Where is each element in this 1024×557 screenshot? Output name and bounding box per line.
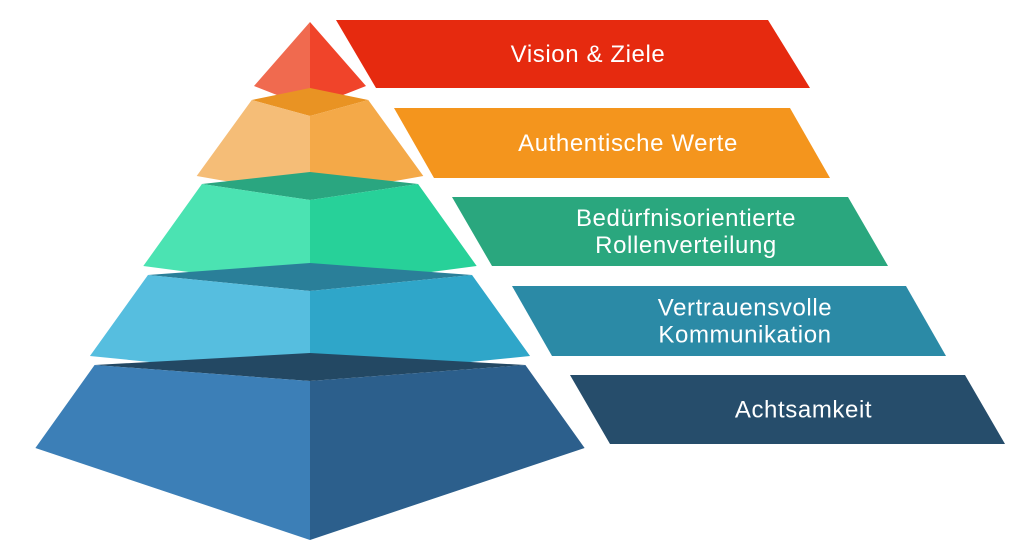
pyramid-lip-achtsamkeit (94, 353, 526, 381)
pyramid-face-right-kommunikation (310, 275, 531, 378)
band-shape-rollen (452, 197, 888, 266)
pyramid-lip-rollen (201, 172, 419, 200)
pyramid-level-rollen (143, 172, 477, 288)
band-shape-werte (394, 108, 830, 178)
pyramid-level-achtsamkeit (35, 353, 585, 540)
pyramid-lip-werte (251, 88, 369, 116)
pyramid-face-left-vision (254, 22, 310, 108)
band-label-line: Vertrauensvolle (658, 295, 832, 322)
band-shape-achtsamkeit (570, 375, 1005, 444)
pyramid-level-werte (196, 88, 424, 196)
band-label-line: Kommunikation (658, 322, 831, 349)
pyramid-face-left-kommunikation (89, 275, 310, 378)
pyramid-level-kommunikation (89, 263, 531, 378)
band-label-line: Rollenverteilung (595, 232, 777, 259)
band-label-line: Achtsamkeit (735, 397, 872, 424)
pyramid-face-left-achtsamkeit (35, 365, 311, 540)
pyramid-face-right-werte (310, 100, 424, 196)
pyramid-face-left-werte (196, 100, 310, 196)
band-vision: Vision & Ziele (336, 20, 810, 88)
band-achtsamkeit: Achtsamkeit (570, 375, 1005, 444)
band-werte: Authentische Werte (394, 108, 830, 178)
pyramid-face-right-rollen (310, 184, 477, 288)
pyramid-face-left-rollen (143, 184, 310, 288)
band-label-line: Authentische Werte (518, 130, 738, 157)
pyramid-face-right-vision (310, 22, 366, 108)
band-label-achtsamkeit: Achtsamkeit (735, 397, 872, 424)
pyramid-level-vision (254, 22, 366, 108)
pyramid-face-right-achtsamkeit (310, 365, 585, 540)
band-label-werte: Authentische Werte (518, 130, 738, 157)
band-label-line: Bedürfnisorientierte (576, 205, 796, 232)
band-label-line: Vision & Ziele (511, 41, 666, 68)
band-shape-vision (336, 20, 810, 88)
band-label-vision: Vision & Ziele (511, 41, 666, 68)
band-shape-kommunikation (512, 286, 946, 356)
pyramid-lip-kommunikation (147, 263, 473, 291)
